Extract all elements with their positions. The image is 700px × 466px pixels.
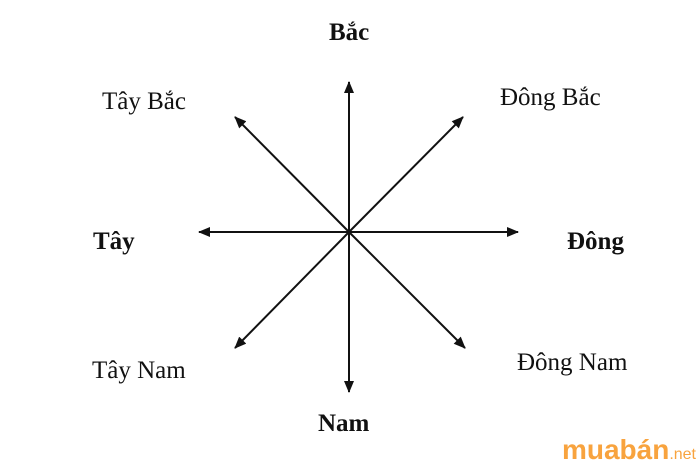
label-south: Nam (318, 410, 370, 437)
arrow-northwest (234, 116, 350, 233)
label-northeast: Đông Bắc (500, 84, 601, 111)
label-southwest: Tây Nam (92, 357, 186, 384)
label-southeast: Đông Nam (517, 349, 628, 376)
label-west: Tây (93, 228, 135, 255)
label-northwest: Tây Bắc (102, 88, 186, 115)
label-north: Bắc (329, 19, 370, 46)
watermark-logo: muabán.net (562, 436, 696, 464)
watermark-main: muabán (561, 434, 670, 465)
arrow-southwest (234, 231, 350, 349)
label-east: Đông (567, 228, 624, 255)
arrow-northeast (348, 116, 464, 233)
arrow-southeast (348, 231, 466, 349)
watermark-tld: .net (669, 446, 696, 463)
